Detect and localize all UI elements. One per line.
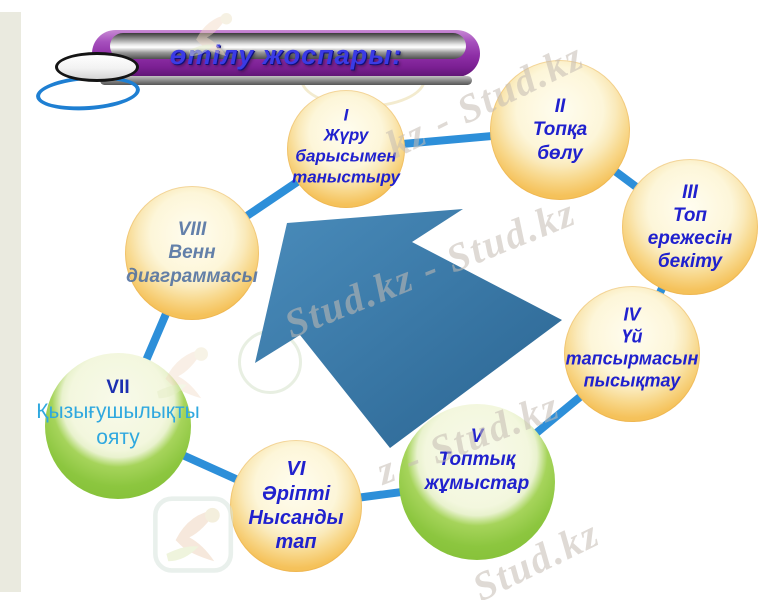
step-6-text: VI Әріпті Нысанды тап <box>230 440 362 572</box>
banner-metal-cylinder <box>110 33 466 59</box>
step-circle-8: VIII Венн диаграммасы <box>125 186 259 320</box>
step-line: таныстыру <box>292 167 400 187</box>
step-numeral: VI <box>286 458 306 481</box>
step-numeral: V <box>470 426 484 448</box>
step-line: Венн <box>168 242 216 264</box>
step-circle-1: I Жүру барысымен таныстыру <box>287 90 405 208</box>
step-line: Топтық <box>438 449 516 471</box>
step-line: тапсырмасын <box>565 348 699 369</box>
step-numeral: II <box>554 96 566 118</box>
oval-disc-decoration <box>55 52 139 82</box>
step-line: Әріпті <box>261 482 331 505</box>
step-numeral: IV <box>623 304 641 325</box>
step-line: Жүру <box>323 125 369 145</box>
step-line: бекіту <box>657 251 723 273</box>
step-line: барысымен <box>295 146 397 166</box>
step-numeral: III <box>682 181 698 203</box>
slide-title: өтілу жоспары: <box>169 40 403 70</box>
step-line: жұмыстар <box>424 472 530 494</box>
step-5-text: V Топтық жұмыстар <box>399 382 555 538</box>
step-line: Топқа <box>532 119 588 141</box>
banner-shadow-bar <box>100 76 472 85</box>
step-1-text: I Жүру барысымен таныстыру <box>287 88 405 206</box>
slide-left-border <box>0 12 21 592</box>
step-line: диаграммасы <box>126 265 258 287</box>
step-3-text: III Топ ережесін бекіту <box>622 159 758 295</box>
step-line: Топ <box>672 204 708 226</box>
step-circle-6: VI Әріпті Нысанды тап <box>230 440 362 572</box>
step-line: пысықтау <box>583 370 681 391</box>
step-line: ояту <box>96 425 140 449</box>
step-circle-3: III Топ ережесін бекіту <box>622 159 758 295</box>
step-circle-2: II Топқа бөлу <box>490 60 630 200</box>
step-4-text: IV Үй тапсырмасын пысықтау <box>564 281 700 417</box>
step-line: Үй <box>621 326 643 347</box>
step-line: Нысанды <box>248 507 344 529</box>
step-line: тап <box>275 531 317 554</box>
step-line: Қызығушылықты <box>36 399 200 423</box>
step-numeral: VIII <box>177 219 207 241</box>
step-circle-5: V Топтық жұмыстар <box>399 404 555 560</box>
step-circle-7: VII Қызығушылықты ояту <box>36 353 200 499</box>
step-line: бөлу <box>537 142 583 164</box>
step-8-text: VIII Венн диаграммасы <box>125 186 259 320</box>
step-line: ережесін <box>647 228 733 249</box>
step-numeral: VII <box>106 376 130 398</box>
step-7-text: VII Қызығушылықты ояту <box>36 340 199 486</box>
step-circle-4: IV Үй тапсырмасын пысықтау <box>564 286 700 422</box>
step-numeral: I <box>343 105 349 125</box>
step-2-text: II Топқа бөлу <box>490 60 630 200</box>
title-banner <box>92 30 480 85</box>
